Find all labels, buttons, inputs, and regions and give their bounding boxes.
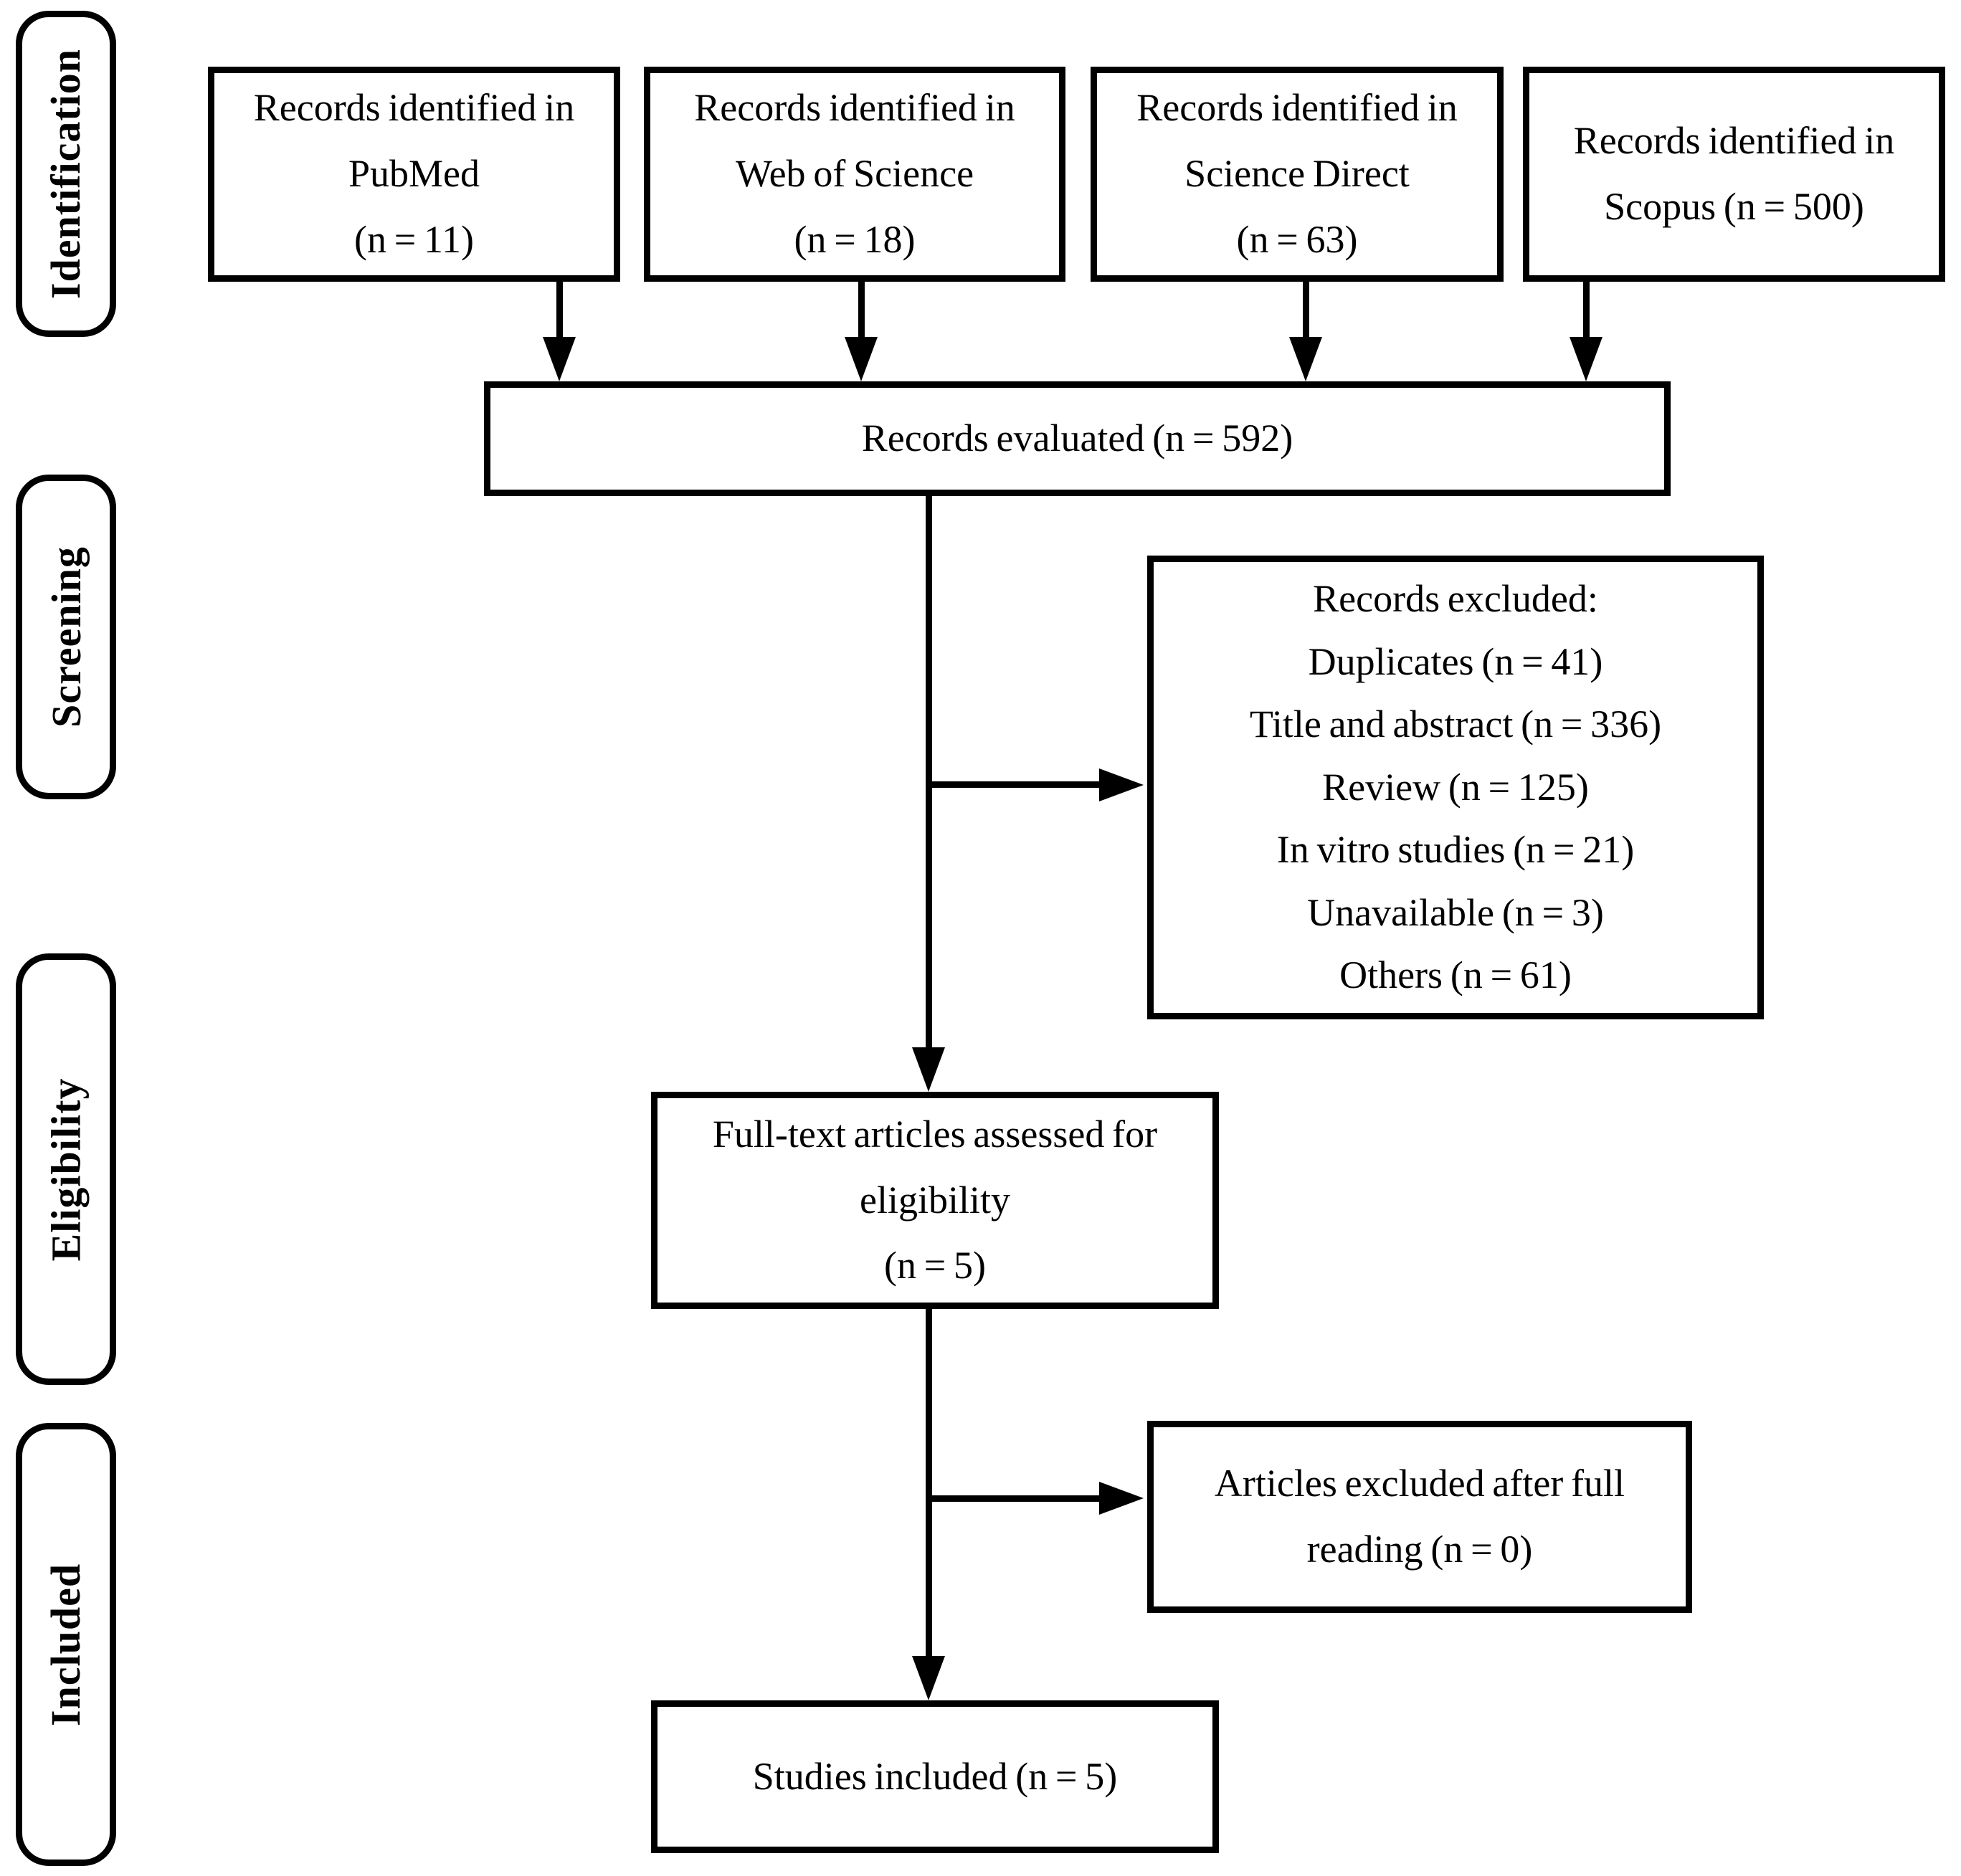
box-records-wos-line3: (n = 18) [794, 217, 916, 261]
box-studies-included: Studies included (n = 5) [651, 1700, 1219, 1853]
excluded-item-others: Others (n = 61) [1339, 953, 1572, 997]
box-records-wos-line1: Records identified in [694, 86, 1015, 130]
box-records-pubmed-line2: PubMed [348, 152, 480, 196]
branch-to-records-excluded-head-icon [1099, 768, 1144, 801]
box-studies-included-text: Studies included (n = 5) [752, 1754, 1118, 1798]
box-fulltext-line1: Full-text articles assessed for [712, 1112, 1158, 1156]
connector-fulltext-to-included-line [926, 1309, 932, 1660]
connector-evaluated-to-fulltext-head-icon [912, 1047, 945, 1092]
box-records-science-direct: Records identified in Science Direct (n … [1091, 67, 1504, 282]
box-records-sd-line1: Records identified in [1136, 86, 1458, 130]
excluded-item-duplicates: Duplicates (n = 41) [1308, 639, 1603, 683]
box-records-scopus: Records identified in Scopus (n = 500) [1523, 67, 1945, 282]
stage-eligibility-label: Eligibility [42, 1077, 90, 1261]
box-records-evaluated: Records evaluated (n = 592) [484, 381, 1671, 496]
box-records-sd-line3: (n = 63) [1236, 217, 1358, 261]
box-records-scopus-line1: Records identified in [1573, 119, 1895, 163]
box-fulltext-assessed: Full-text articles assessed for eligibil… [651, 1092, 1219, 1309]
box-records-sd-line2: Science Direct [1184, 152, 1410, 196]
connector-fulltext-to-included-head-icon [912, 1656, 945, 1700]
arrow-pubmed-head-icon [543, 337, 576, 381]
excluded-item-title-abstract: Title and abstract (n = 336) [1249, 703, 1662, 746]
box-records-evaluated-text: Records evaluated (n = 592) [861, 416, 1293, 460]
box-articles-excluded-line2: reading (n = 0) [1306, 1528, 1533, 1571]
stage-screening-label: Screening [42, 546, 90, 728]
excluded-item-in-vitro: In vitro studies (n = 21) [1276, 828, 1635, 872]
excluded-item-unavailable: Unavailable (n = 3) [1307, 890, 1604, 934]
excluded-item-review: Review (n = 125) [1322, 765, 1589, 809]
arrow-science-direct-line [1303, 282, 1309, 339]
stage-identification: Identification [16, 11, 116, 337]
arrow-pubmed-line [556, 282, 563, 339]
box-records-web-of-science: Records identified in Web of Science (n … [644, 67, 1065, 282]
stage-screening: Screening [16, 475, 116, 799]
arrow-wos-line [858, 282, 865, 339]
arrow-scopus-line [1583, 282, 1590, 339]
box-fulltext-line3: (n = 5) [883, 1244, 987, 1287]
stage-identification-label: Identification [42, 48, 90, 300]
stage-included: Included [16, 1423, 116, 1866]
box-records-pubmed-line3: (n = 11) [353, 217, 474, 261]
branch-to-records-excluded-line [929, 781, 1101, 788]
stage-included-label: Included [42, 1563, 90, 1726]
arrow-scopus-head-icon [1570, 337, 1602, 381]
box-records-pubmed: Records identified in PubMed (n = 11) [208, 67, 620, 282]
box-articles-excluded: Articles excluded after full reading (n … [1147, 1421, 1692, 1613]
branch-to-articles-excluded-head-icon [1099, 1482, 1144, 1515]
branch-to-articles-excluded-line [929, 1495, 1101, 1502]
connector-evaluated-to-fulltext-line [926, 496, 932, 1049]
box-records-pubmed-line1: Records identified in [253, 86, 575, 130]
box-fulltext-line2: eligibility [860, 1178, 1010, 1222]
stage-eligibility: Eligibility [16, 953, 116, 1385]
box-records-wos-line2: Web of Science [735, 152, 974, 196]
box-records-scopus-line2: Scopus (n = 500) [1604, 185, 1864, 228]
box-articles-excluded-line1: Articles excluded after full [1214, 1462, 1625, 1505]
arrow-science-direct-head-icon [1289, 337, 1322, 381]
box-records-excluded: Records excluded: Duplicates (n = 41) Ti… [1147, 556, 1764, 1019]
arrow-wos-head-icon [845, 337, 878, 381]
records-excluded-title: Records excluded: [1313, 577, 1598, 621]
